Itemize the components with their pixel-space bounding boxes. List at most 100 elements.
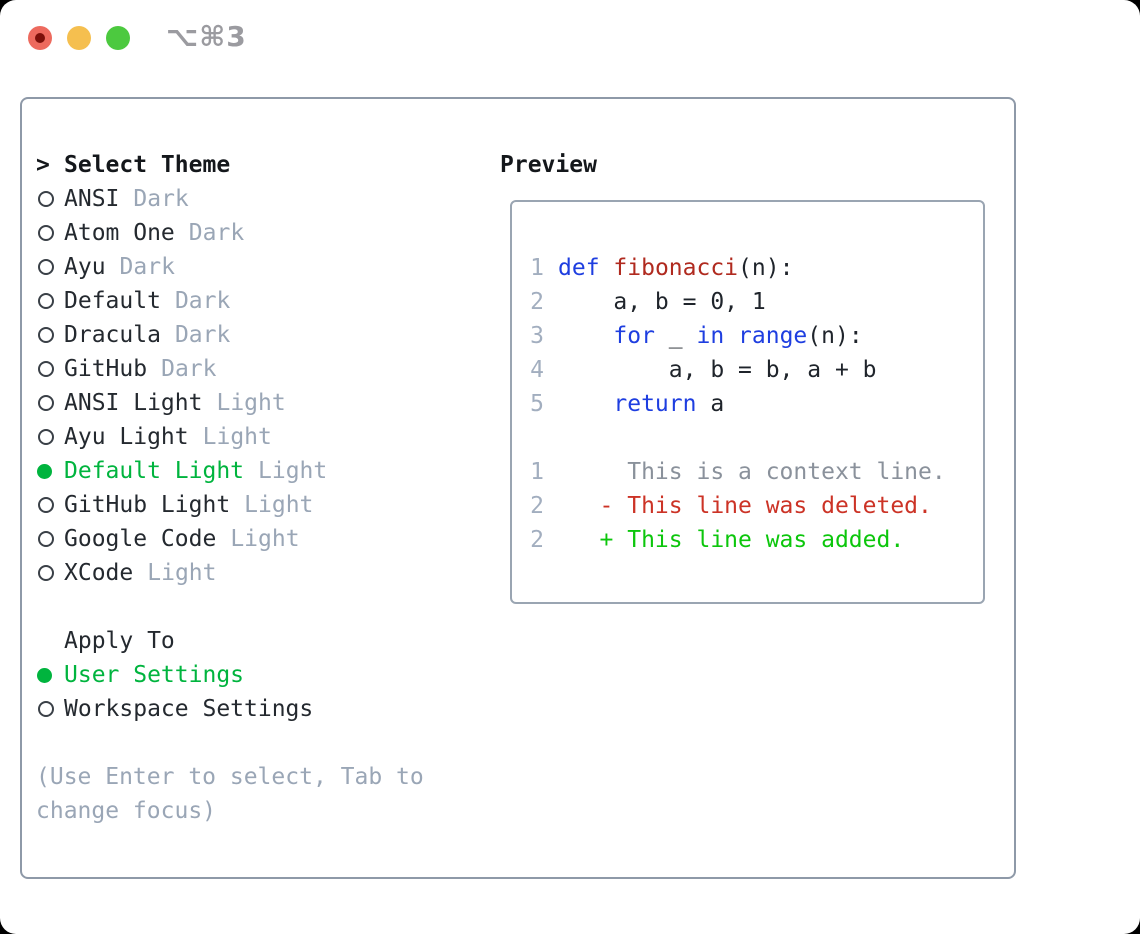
line-number: 1 [530, 255, 544, 281]
theme-option-ayu-light-light[interactable]: Ayu Light Light [36, 420, 496, 454]
radio-selected-icon [37, 667, 52, 683]
theme-variant-tag: Light [216, 390, 286, 416]
theme-name: XCode [64, 560, 134, 586]
line-number: 1 [530, 459, 544, 485]
code-token-kw: range [738, 323, 808, 349]
code-token-pl [724, 319, 738, 353]
code-token-pl [600, 251, 614, 285]
line-number: 4 [530, 357, 544, 383]
focus-caret-icon: > [36, 152, 50, 178]
line-number: 2 [530, 493, 544, 519]
theme-variant-tag: Dark [133, 186, 189, 212]
theme-variant-tag: Light [258, 458, 328, 484]
radio-cell [36, 225, 64, 241]
radio-cell [36, 191, 64, 207]
theme-option-github-dark[interactable]: GitHub Dark [36, 352, 496, 386]
radio-unselected-icon [38, 429, 54, 445]
preview-line: 2 a, b = 0, 1 [530, 285, 983, 319]
preview-line: 1 This is a context line. [530, 455, 983, 489]
window-shortcut-label: ⌥⌘3 [166, 20, 247, 53]
apply-to-title: Apply To [64, 628, 175, 654]
code-token-pl: a, b = b, a + b [558, 357, 877, 383]
line-number: 2 [530, 289, 544, 315]
radio-cell [36, 293, 64, 309]
theme-name: Google Code [64, 526, 217, 552]
preview-line [530, 421, 983, 455]
theme-name: Default Light [64, 458, 245, 484]
theme-name: GitHub Light [64, 492, 231, 518]
radio-cell [36, 327, 64, 343]
preview-line: 4 a, b = b, a + b [530, 353, 983, 387]
apply-to-header: Apply To [36, 624, 496, 658]
document-edited-dot-icon [35, 33, 45, 43]
radio-cell [36, 497, 64, 513]
traffic-light-close-button[interactable] [28, 26, 52, 50]
radio-cell [36, 259, 64, 275]
line-number: 3 [530, 323, 544, 349]
theme-name: Ayu Light [64, 424, 189, 450]
line-number: 5 [530, 391, 544, 417]
traffic-light-zoom-button[interactable] [106, 26, 130, 50]
code-token-pl: (n): [738, 255, 794, 281]
radio-cell [36, 463, 64, 479]
titlebar: ⌥⌘3 [0, 0, 1140, 70]
theme-name: GitHub [64, 356, 148, 382]
code-token-pl: a, b = 0, 1 [558, 289, 766, 315]
code-token-ctx: This is a context line. [558, 459, 946, 485]
apply-option-name: Workspace Settings [64, 696, 314, 722]
theme-option-google-code-light[interactable]: Google Code Light [36, 522, 496, 556]
radio-unselected-icon [38, 225, 54, 241]
radio-cell [36, 667, 64, 683]
theme-variant-tag: Dark [174, 322, 231, 348]
theme-variant-tag: Dark [161, 356, 217, 382]
traffic-light-minimize-button[interactable] [67, 26, 91, 50]
theme-variant-tag: Light [202, 424, 272, 450]
radio-cell [36, 565, 64, 581]
preview-line: 2 + This line was added. [530, 523, 983, 557]
radio-cell [36, 395, 64, 411]
help-text: (Use Enter to select, Tab to change focu… [36, 764, 424, 824]
radio-cell [36, 361, 64, 377]
line-number [530, 421, 544, 455]
code-token-add: + This line was added. [558, 527, 905, 553]
radio-cell [36, 701, 64, 717]
header-marker: > [36, 152, 64, 178]
apply-option-name: User Settings [64, 662, 245, 688]
theme-variant-tag: Light [230, 526, 300, 552]
radio-unselected-icon [38, 259, 54, 275]
radio-unselected-icon [38, 191, 54, 207]
apply-option-workspace-settings[interactable]: Workspace Settings [36, 692, 496, 726]
preview-heading: Preview [500, 152, 597, 178]
theme-variant-tag: Dark [174, 288, 231, 314]
code-token-kw: return [613, 391, 697, 417]
radio-cell [36, 531, 64, 547]
theme-option-default-light-light[interactable]: Default Light Light [36, 454, 496, 488]
theme-variant-tag: Dark [119, 254, 175, 280]
select-theme-header: > Select Theme [36, 148, 496, 182]
code-token-kw: def [558, 255, 600, 281]
theme-name: Dracula [64, 322, 161, 348]
apply-option-user-settings[interactable]: User Settings [36, 658, 496, 692]
code-token-pl: _ [654, 323, 697, 349]
theme-option-dracula-dark[interactable]: Dracula Dark [36, 318, 496, 352]
theme-variant-tag: Light [147, 560, 217, 586]
code-token-pl: (n): [807, 323, 863, 349]
line-number: 2 [530, 527, 544, 553]
theme-option-xcode-light[interactable]: XCode Light [36, 556, 496, 590]
select-theme-title: Select Theme [64, 152, 231, 178]
radio-unselected-icon [38, 565, 54, 581]
radio-unselected-icon [38, 293, 54, 309]
radio-cell [36, 429, 64, 445]
code-token-kw: in [696, 323, 725, 349]
